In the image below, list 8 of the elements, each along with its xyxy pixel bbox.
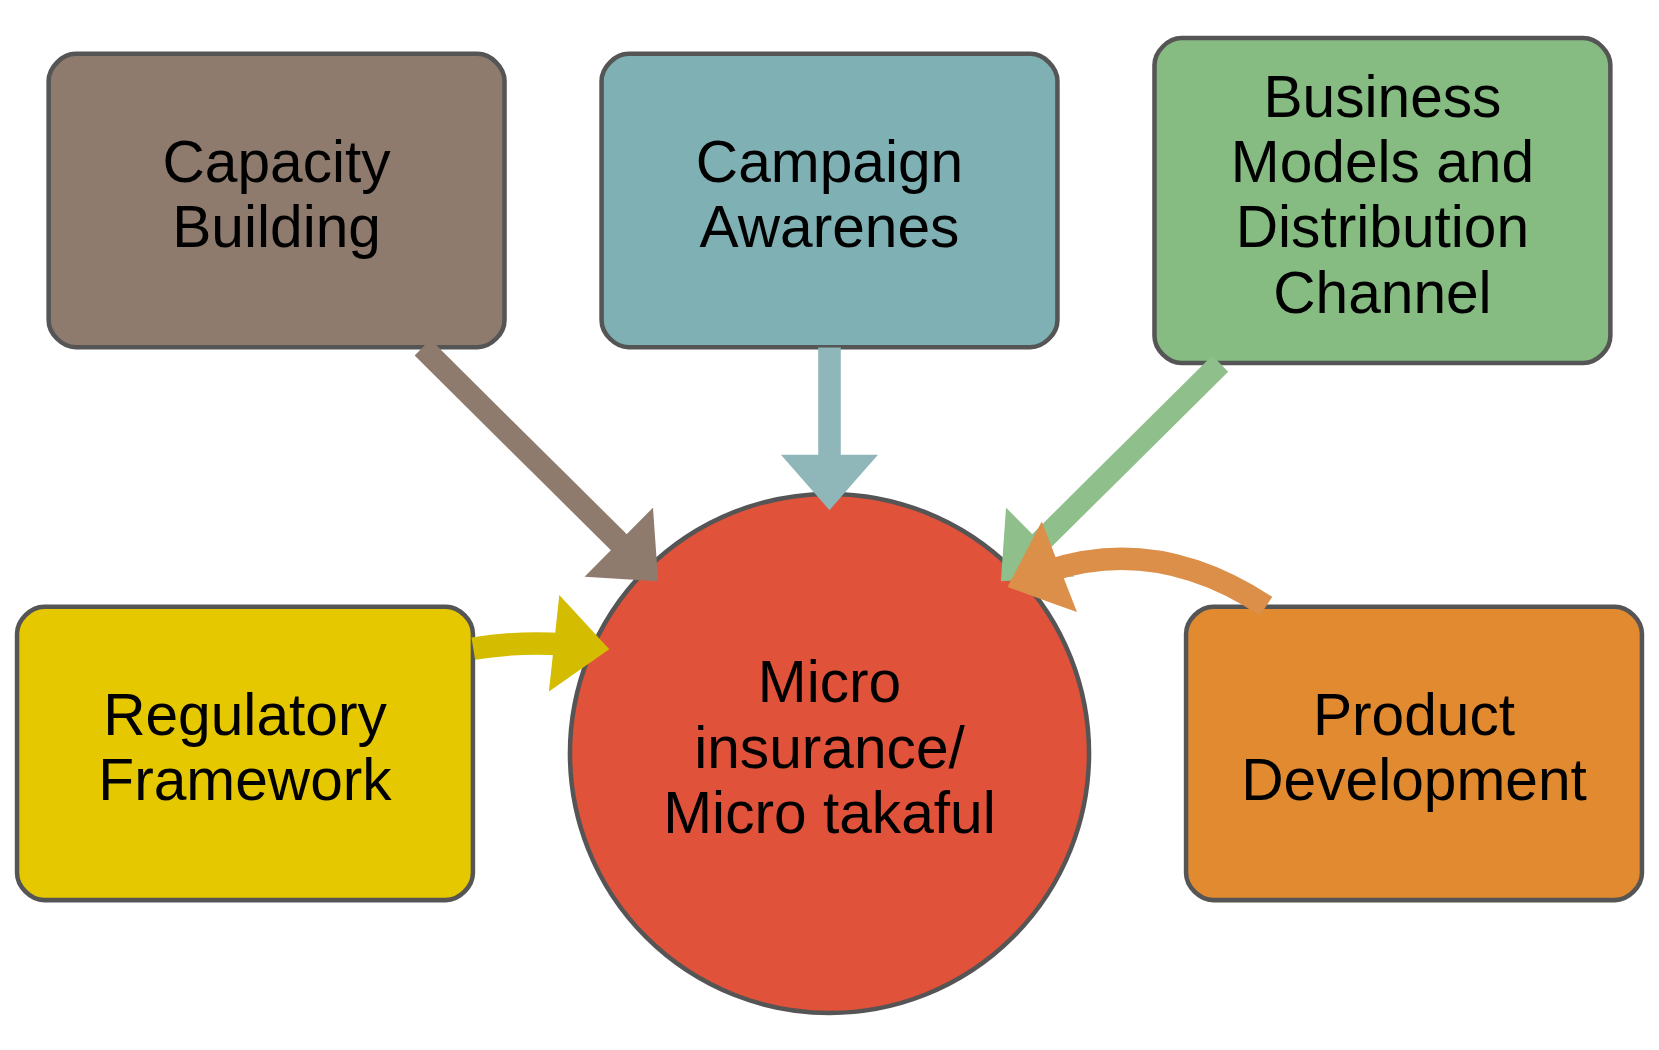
node-circle: Micro insurance/ Micro takaful: [567, 491, 1092, 1015]
node-box: Regulatory Framework: [14, 604, 476, 902]
node-box: Campaign Awarenes: [599, 51, 1060, 349]
node-box: Capacity Building: [46, 51, 507, 349]
node-box: Product Development: [1183, 604, 1645, 902]
node-box: Business Models and Distribution Channel: [1152, 35, 1613, 365]
arrow: [780, 347, 879, 510]
arrow: [1007, 521, 1273, 616]
